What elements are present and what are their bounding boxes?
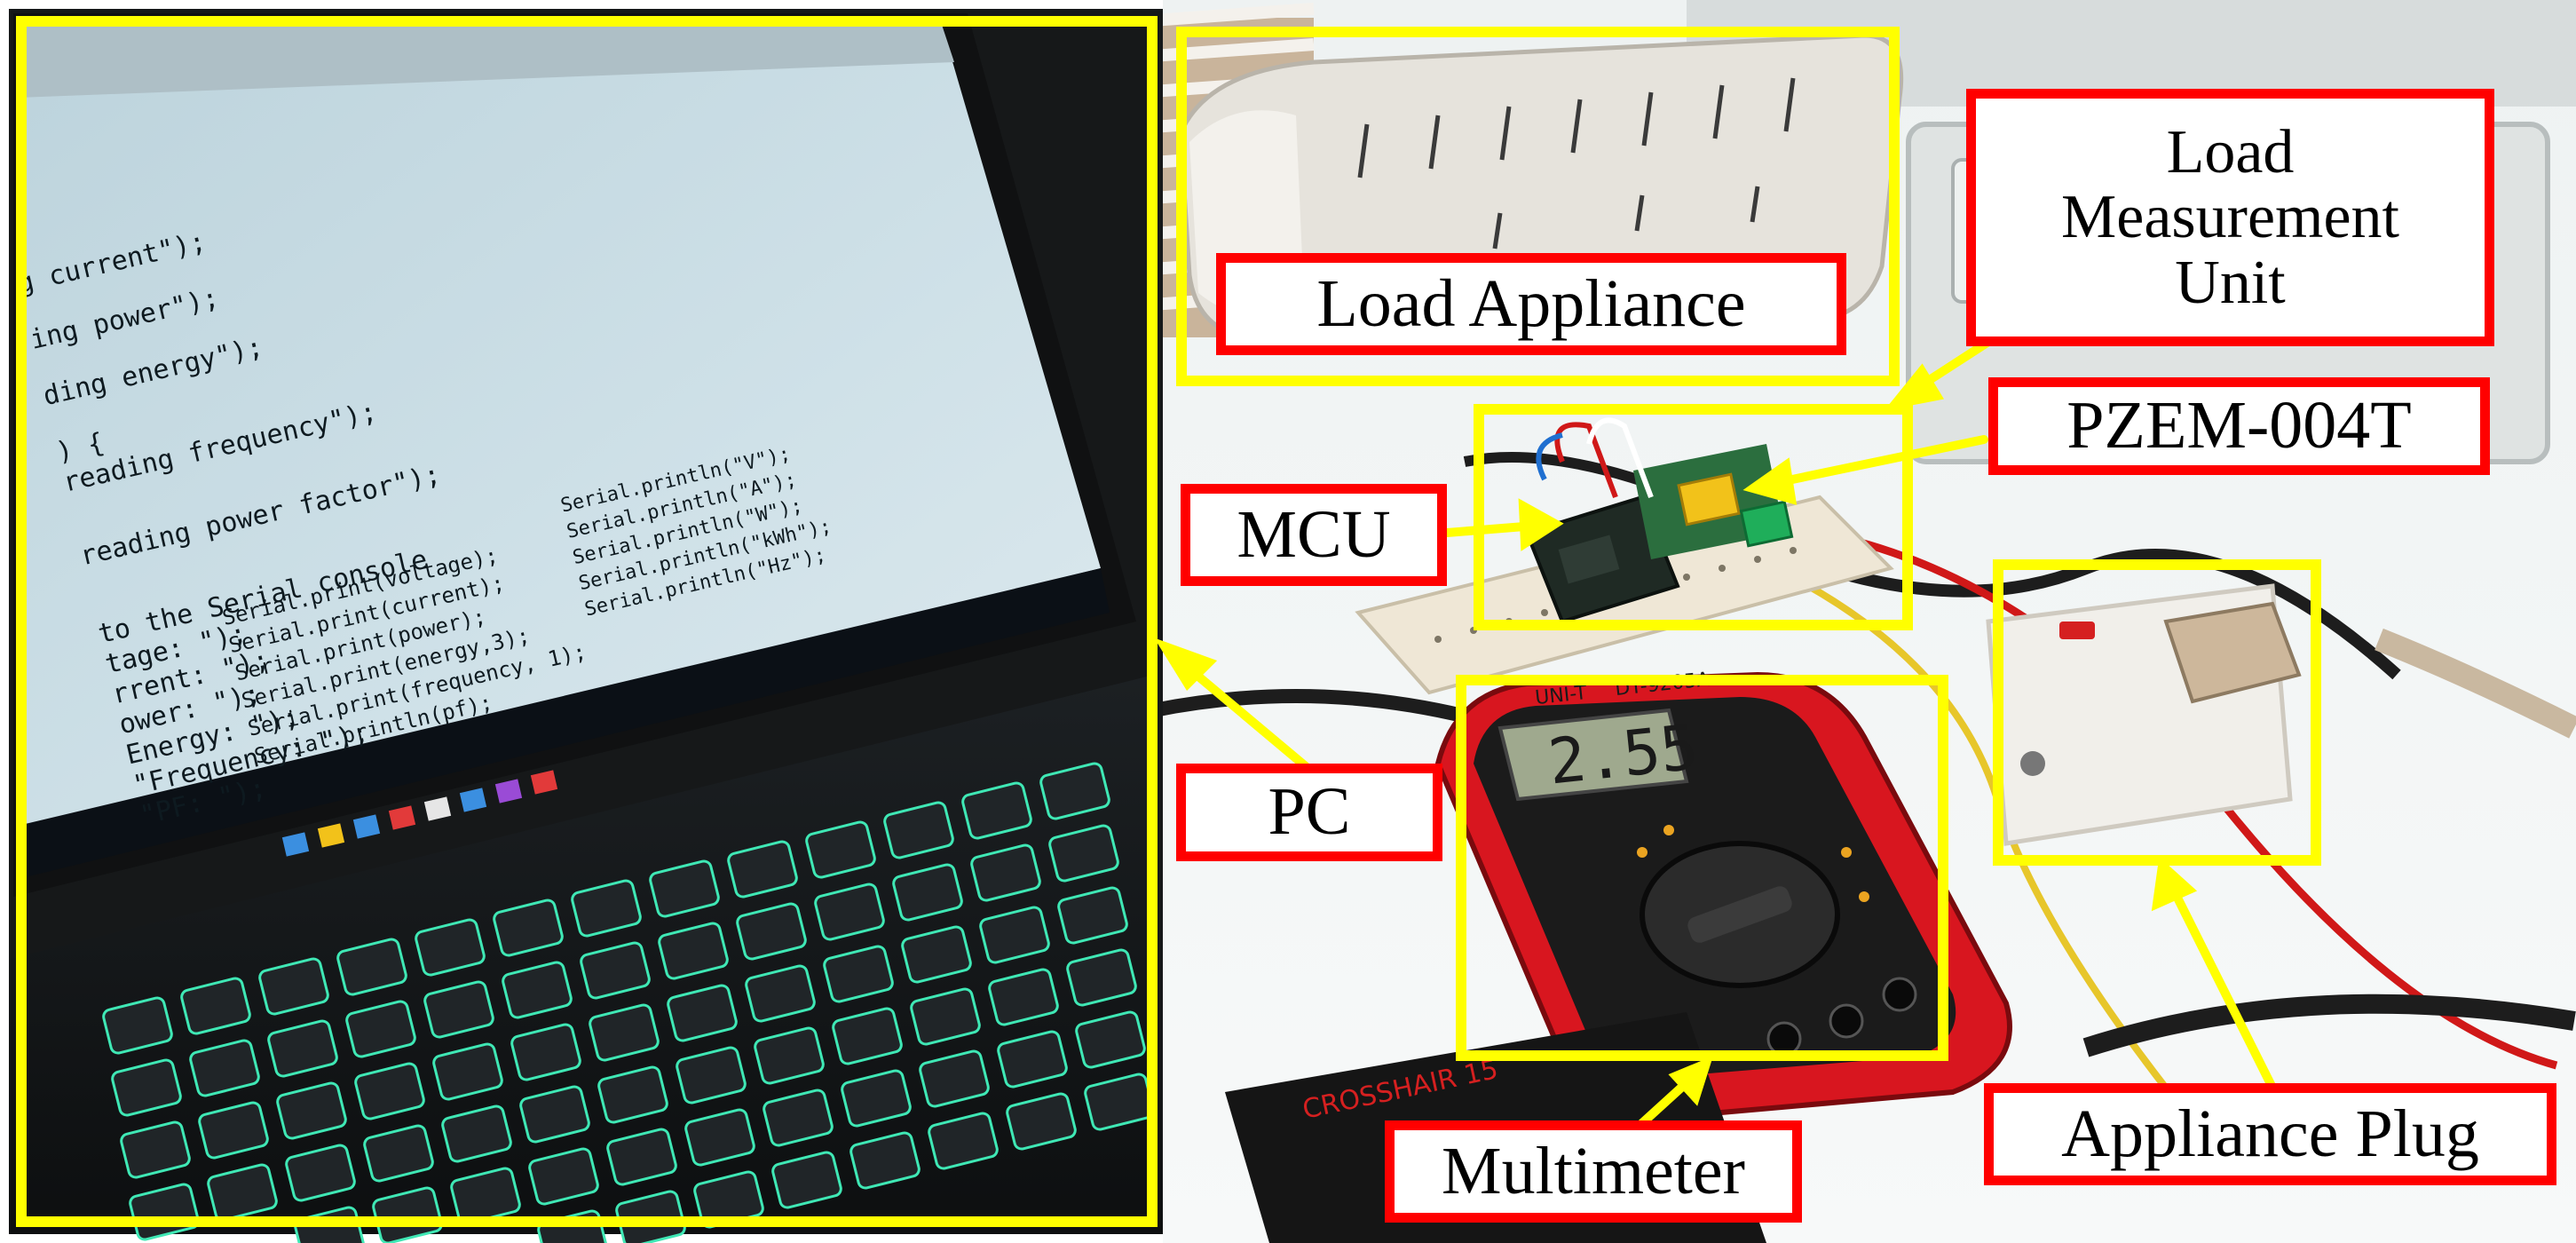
keyboard-key [1075, 1010, 1146, 1069]
label-pzem: PZEM-004T [1988, 377, 2490, 475]
keyboard-key [180, 977, 251, 1035]
keyboard-key [988, 968, 1059, 1026]
keyboard-key [363, 1124, 434, 1183]
keyboard-key [510, 1023, 581, 1081]
keyboard-key [111, 1058, 182, 1117]
keyboard-key [589, 1003, 660, 1062]
keyboard-key [883, 801, 954, 859]
keyboard-key [336, 938, 407, 996]
keyboard-key [267, 1019, 338, 1078]
keyboard-key [910, 987, 981, 1046]
label-load-appliance: Load Appliance [1216, 253, 1846, 355]
load-appliance-frame [1176, 27, 1900, 386]
keyboard-key [102, 996, 173, 1055]
keyboard-key [736, 902, 807, 961]
keyboard-key [597, 1065, 668, 1124]
laptop-screen [18, 22, 1101, 835]
keyboard-key [823, 945, 894, 1003]
keyboard-key [832, 1007, 903, 1065]
keyboard-key [970, 843, 1041, 902]
keyboard-key [658, 922, 729, 980]
keyboard-key [727, 840, 798, 899]
keyboard-key [519, 1085, 590, 1144]
keyboard-key [763, 1089, 834, 1147]
label-appliance-plug: Appliance Plug [1984, 1083, 2556, 1185]
keyboard-key [207, 1163, 278, 1222]
keyboard-key [493, 899, 564, 957]
keyboard-key [892, 863, 963, 922]
keyboard-key [649, 859, 720, 918]
keyboard-key [1039, 762, 1110, 820]
keyboard-key [754, 1026, 825, 1085]
keyboard-key [814, 883, 885, 941]
keyboard-key [997, 1030, 1068, 1089]
keyboard-key [120, 1120, 191, 1179]
plug-frame [1993, 559, 2321, 866]
wall-socket [1986, 583, 2302, 846]
multimeter-reading: 2.55 [1545, 710, 1701, 798]
measurement-unit-frame [1474, 404, 1913, 630]
multimeter-brand: UNI-T [1534, 682, 1588, 709]
keyboard-key [961, 781, 1032, 840]
label-multimeter: Multimeter [1385, 1120, 1802, 1223]
keyboard-key [901, 925, 972, 984]
keyboard-key [745, 964, 816, 1023]
keyboard-key [441, 1104, 512, 1163]
keyboard-key [345, 1000, 416, 1058]
keyboard-key [1006, 1092, 1077, 1151]
mcu-board [1524, 495, 1680, 624]
keyboard-key [805, 820, 876, 879]
keyboard-key [571, 879, 642, 938]
keyboard-key [1057, 886, 1128, 945]
keyboard-key [849, 1131, 921, 1190]
keyboard-key [928, 1112, 999, 1170]
taskbar [18, 568, 1110, 879]
jumper-wires [1536, 417, 1654, 499]
keyboard-key [423, 980, 494, 1039]
keyboard-key [580, 941, 651, 1000]
keyboard-key [354, 1062, 425, 1120]
pc-frame [16, 16, 1158, 1227]
label-load-measurement-unit: Load Measurement Unit [1966, 89, 2494, 346]
keyboard-key [276, 1081, 347, 1140]
keyboard-key [528, 1147, 599, 1206]
keyboard-key [841, 1069, 912, 1128]
keyboard-key [1048, 824, 1119, 883]
keyboard-key [502, 961, 573, 1019]
keyboard-key [1066, 948, 1137, 1007]
taskbar-icons [281, 770, 558, 857]
keyboard-key [258, 957, 329, 1016]
keyboard-key [919, 1049, 990, 1108]
keyboard-key [285, 1144, 356, 1202]
keyboard-key [415, 918, 486, 977]
keyboard-key [676, 1046, 747, 1104]
keyboard-key [189, 1039, 260, 1097]
keyboard-key [432, 1042, 503, 1101]
multimeter-frame [1456, 675, 1948, 1061]
keyboard-key [771, 1151, 842, 1209]
keyboard-key [979, 906, 1050, 964]
label-pc: PC [1176, 764, 1442, 861]
keyboard-key [606, 1128, 677, 1186]
keyboard-key [684, 1108, 755, 1167]
pzem-module [1633, 444, 1794, 559]
keyboard-key [667, 984, 738, 1042]
multimeter: 2.55 UNI-T DT-9205A [1434, 669, 2012, 1122]
label-mcu: MCU [1181, 484, 1447, 586]
keyboard-key [198, 1101, 269, 1160]
